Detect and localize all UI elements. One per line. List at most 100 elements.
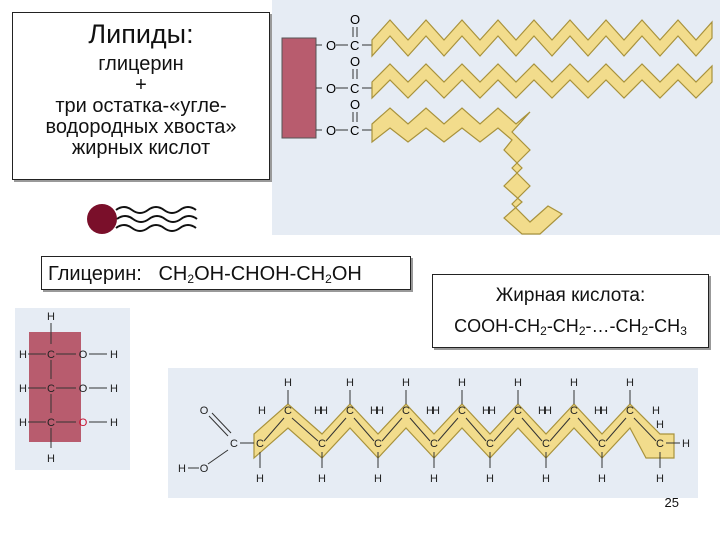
hydrogen-atom: H <box>19 383 27 395</box>
hydrogen-atom: H <box>110 383 118 395</box>
bond-line <box>521 417 543 442</box>
lipids-line-2: + <box>135 74 147 96</box>
lipids-definition-box: Липиды: глицерин + три остатка-«угле- во… <box>12 12 270 180</box>
oxygen-atom: O <box>79 349 88 361</box>
oxygen-atom: O <box>326 123 336 138</box>
ester-group-1: O C O <box>316 12 372 53</box>
lipids-line-5: жирных кислот <box>71 137 211 159</box>
hydrogen-atom: H <box>376 405 384 417</box>
oxygen-atom: O <box>326 38 336 53</box>
hydrogen-atom: H <box>432 405 440 417</box>
bond-line <box>549 417 571 442</box>
hydrogen-atom: H <box>682 438 690 450</box>
lipids-line-3: три остатка-«угле- <box>55 95 227 117</box>
oxygen-atom: O <box>200 405 209 417</box>
hydrogen-atom: H <box>320 405 328 417</box>
carbon-atom: C <box>318 438 326 450</box>
lipids-line-1: глицерин <box>98 53 184 75</box>
glycerol-formula-box: Глицерин: CH2OH-CHOH-CH2OH <box>41 256 411 290</box>
carbon-atom: C <box>570 405 578 417</box>
ester-group-3: O C O <box>316 97 372 138</box>
hydrogen-atom: H <box>19 417 27 429</box>
hydrogen-atom: H <box>570 377 578 389</box>
hydrogen-atom: H <box>284 377 292 389</box>
hydrogen-atom: H <box>626 377 634 389</box>
carbon-atom: C <box>350 81 359 96</box>
hydrogen-atom: H <box>488 405 496 417</box>
hydrogen-atom: H <box>600 405 608 417</box>
hydrogen-atom: H <box>374 473 382 485</box>
glycerol-backbone-block <box>281 37 317 139</box>
hydrogen-atom: H <box>47 453 55 465</box>
bond-line <box>263 417 285 442</box>
bond-line <box>381 417 403 442</box>
triglyceride-diagram: O C O O C O O C O <box>272 0 720 235</box>
bond-line <box>325 417 347 442</box>
carbon-atom: C <box>350 38 359 53</box>
carbon-atom: C <box>486 438 494 450</box>
bond-line <box>633 417 657 442</box>
hydrogen-atom: H <box>426 405 434 417</box>
oxygen-atom: O <box>350 54 360 69</box>
carbon-atom: C <box>430 438 438 450</box>
hydrogen-atom: H <box>656 419 664 431</box>
page-number: 25 <box>664 495 679 510</box>
hydrophobic-tail-1 <box>115 206 197 214</box>
fatty-acid-tail-3 <box>371 107 564 235</box>
fatty-acid-tail-2 <box>371 63 713 100</box>
carbon-atom: C <box>350 123 359 138</box>
hydrogen-atom: H <box>258 405 266 417</box>
fatty-acid-formula-box: Жирная кислота: COOH-CH2-CH2-…-CH2-CH3 <box>432 274 709 348</box>
carbon-atom: C <box>626 405 634 417</box>
bond-line <box>211 412 232 434</box>
carbon-atom: C <box>542 438 550 450</box>
bond-line <box>465 417 487 442</box>
hydrogen-atom: H <box>652 405 660 417</box>
ester-group-2: O C O <box>316 54 372 96</box>
hydrogen-atom: H <box>514 377 522 389</box>
hydrogen-atom: H <box>314 405 322 417</box>
oxygen-atom: O <box>79 383 88 395</box>
hydrogen-atom: H <box>486 473 494 485</box>
bond-line <box>493 417 515 442</box>
glycerol-label: Глицерин: <box>48 263 142 285</box>
hydrophobic-tail-3 <box>115 224 197 232</box>
fatty-acid-chain-band <box>253 403 675 460</box>
carbon-atom: C <box>230 438 238 450</box>
hydrogen-atom: H <box>110 417 118 429</box>
lipid-schematic-icon <box>87 204 198 234</box>
fatty-acid-formula: COOH-CH2-CH2-…-CH2-CH3 <box>454 316 687 338</box>
carbon-atom: C <box>47 349 55 361</box>
glycerol-formula: CH2OH-CHOH-CH2OH <box>158 263 362 286</box>
oxygen-atom: O <box>79 417 88 429</box>
hydrogen-atom: H <box>318 473 326 485</box>
carbon-atom: C <box>346 405 354 417</box>
oxygen-atom: O <box>350 12 360 27</box>
bond-line <box>409 417 431 442</box>
hydrogen-atom: H <box>542 473 550 485</box>
hydrogen-atom: H <box>598 473 606 485</box>
carbon-atom: C <box>458 405 466 417</box>
hydrogen-atom: H <box>482 405 490 417</box>
carbon-atom: C <box>402 405 410 417</box>
hydrogen-atom: H <box>538 405 546 417</box>
polar-head-ball <box>87 204 117 234</box>
hydrogen-atom: H <box>430 473 438 485</box>
oxygen-atom: O <box>326 81 336 96</box>
carbon-atom: C <box>284 405 292 417</box>
carbon-atom: C <box>256 438 264 450</box>
bond-line <box>605 417 627 442</box>
lipids-line-4: водородных хвоста» <box>45 116 237 138</box>
fatty-acid-label: Жирная кислота: <box>495 285 646 306</box>
hydrogen-atom: H <box>656 473 664 485</box>
hydrogen-atom: H <box>402 377 410 389</box>
hydrogen-atom: H <box>458 377 466 389</box>
carbon-atom: C <box>656 438 664 450</box>
hydrogen-atom: H <box>110 349 118 361</box>
fatty-acid-tail-1 <box>371 19 713 58</box>
hydrogen-atom: H <box>256 473 264 485</box>
bond-line <box>208 415 229 437</box>
